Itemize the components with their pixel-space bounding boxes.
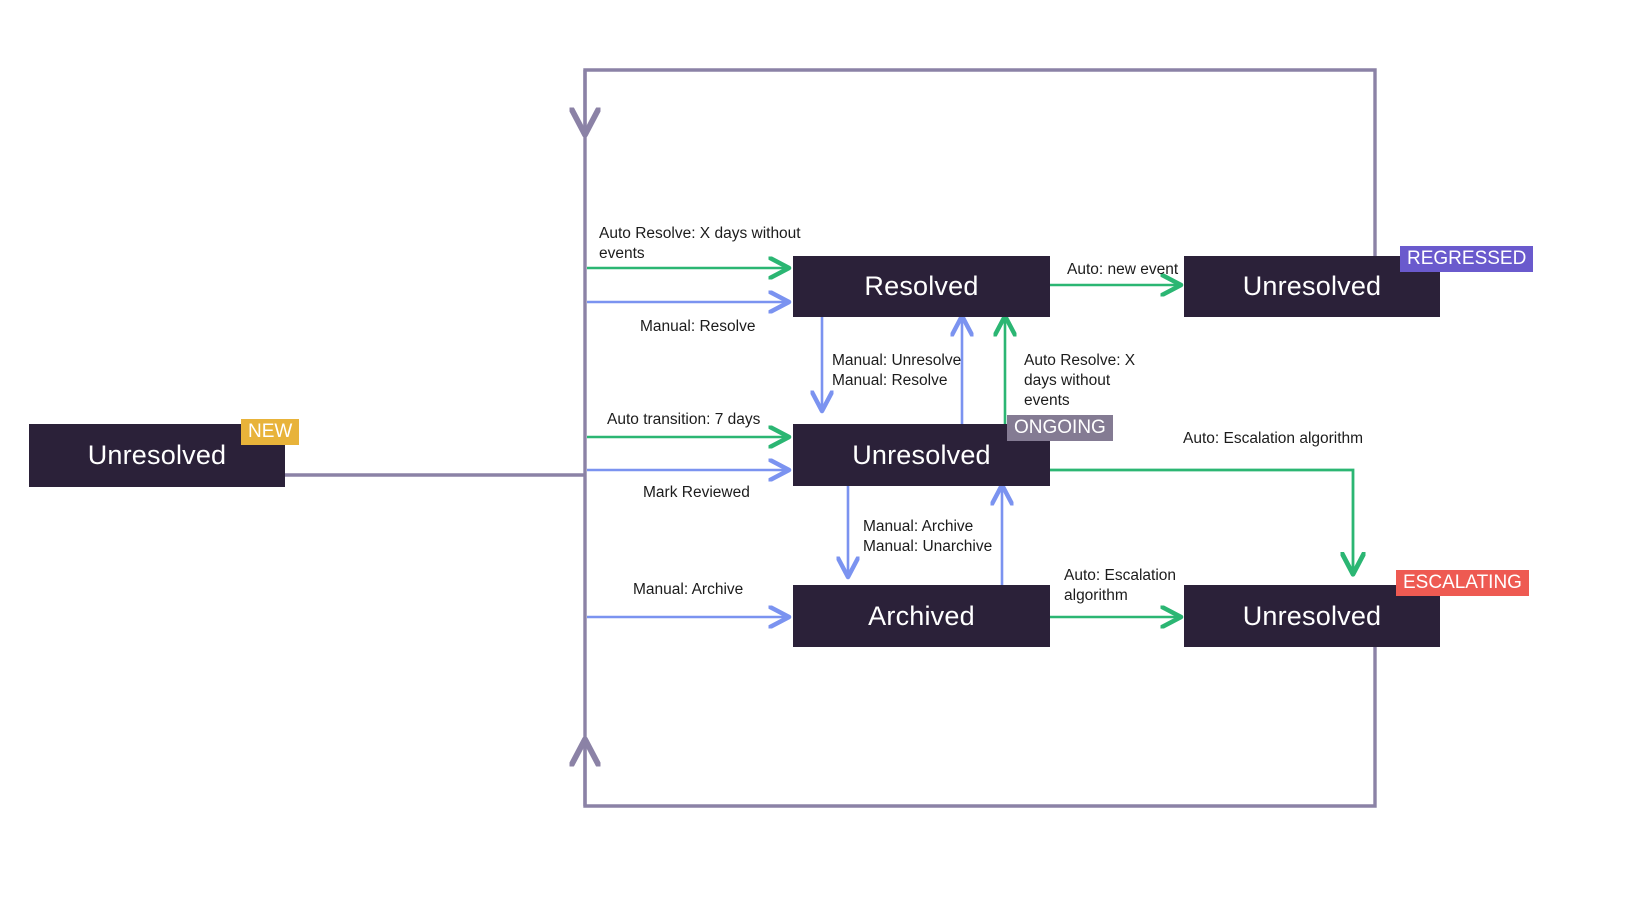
edge-label-auto-transition: Auto transition: 7 days — [607, 411, 761, 428]
node-label: Unresolved — [852, 439, 991, 470]
badge-label: NEW — [248, 421, 293, 442]
edge-label-manual-archive-pair: Manual: Archive Manual: Unarchive — [863, 518, 993, 555]
node-unresolved-regressed[interactable]: Unresolved — [1184, 256, 1440, 317]
node-label: Archived — [868, 600, 975, 631]
edge-label-manual-archive-low: Manual: Archive — [633, 581, 744, 598]
node-label: Unresolved — [1242, 271, 1382, 301]
node-resolved[interactable]: Resolved — [793, 256, 1050, 317]
edge-label-manual-resolve-top: Manual: Resolve — [640, 318, 756, 335]
edge-escalating-loop — [585, 638, 1377, 808]
node-label: Unresolved — [87, 440, 227, 470]
badge-ongoing: ONGOING — [1007, 415, 1113, 442]
edge-label-auto-escalation-top: Auto: Escalation algorithm — [1183, 430, 1364, 447]
badge-regressed: REGRESSED — [1400, 246, 1534, 273]
badge-label: ONGOING — [1014, 417, 1106, 438]
node-unresolved-new[interactable]: Unresolved — [29, 424, 285, 487]
badge-escalating: ESCALATING — [1396, 570, 1529, 597]
edge-label-mark-reviewed: Mark Reviewed — [643, 484, 750, 501]
edge-label-auto-escalation-low: Auto: Escalation algorithm — [1064, 567, 1177, 604]
badge-label: REGRESSED — [1407, 248, 1527, 269]
edge-label-auto-resolve-top: Auto Resolve: X days without events — [599, 225, 801, 262]
badge-new: NEW — [241, 419, 300, 446]
node-label: Resolved — [864, 271, 979, 301]
edge-label-auto-new-event: Auto: new event — [1067, 261, 1179, 278]
edge-label-manual-unresolve-pair: Manual: Unresolve Manual: Resolve — [832, 352, 962, 389]
edge-label-auto-resolve-up: Auto Resolve: X days without events — [1024, 352, 1136, 409]
edge-auto-escalation-top — [1050, 468, 1353, 572]
node-archived[interactable]: Archived — [793, 585, 1050, 647]
badge-label: ESCALATING — [1403, 572, 1522, 593]
node-label: Unresolved — [1242, 600, 1382, 631]
